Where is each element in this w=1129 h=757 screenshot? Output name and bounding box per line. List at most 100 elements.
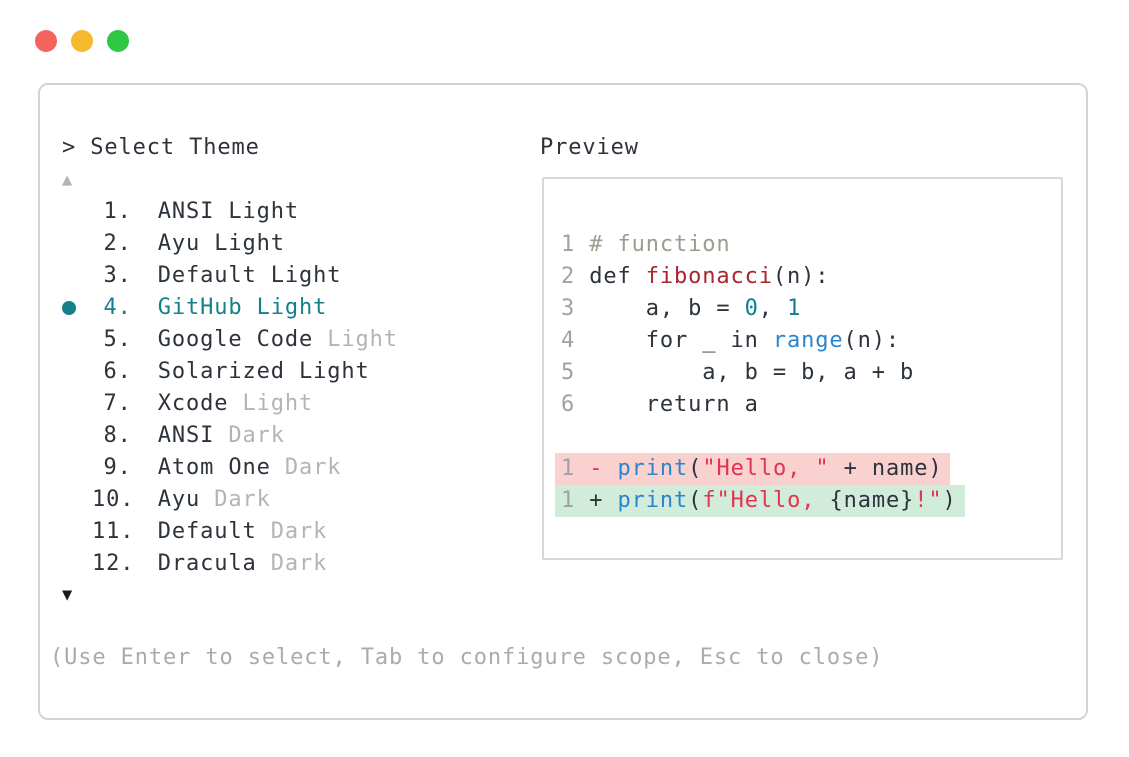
theme-option-6[interactable]: 6. Solarized Light (62, 356, 398, 388)
theme-name: Xcode (157, 391, 229, 416)
minimize-window-button[interactable] (71, 30, 93, 52)
line-content: 1 + print(f"Hello, {name}!") (555, 485, 965, 517)
line-content: 2 def fibonacci(n): (561, 261, 829, 293)
code-line: 5 a, b = b, a + b (561, 357, 1061, 389)
window-controls (35, 30, 129, 52)
theme-name-suffix: Dark (256, 551, 328, 576)
token-sign-added: + (589, 488, 618, 513)
theme-option-1[interactable]: 1. ANSI Light (62, 196, 398, 228)
theme-name: Ayu (157, 487, 201, 512)
code-line: 1 # function (561, 229, 1061, 261)
theme-option-12[interactable]: 12. Dracula Dark (62, 548, 398, 580)
theme-number: 8. (103, 423, 132, 448)
theme-option-4[interactable]: 4. GitHub Light (62, 292, 398, 324)
line-number: 3 (561, 296, 590, 321)
theme-name: GitHub Light (157, 295, 328, 320)
token-plain: ( (688, 456, 703, 481)
token-number: 1 (787, 296, 802, 321)
diff-line-removed: 1 - print("Hello, " + name) (555, 453, 1061, 485)
theme-option-10[interactable]: 10. Ayu Dark (62, 484, 398, 516)
line-number: 1 (561, 456, 590, 481)
token-plain: return a (589, 392, 759, 417)
theme-number: 1. (103, 199, 132, 224)
token-string: "Hello, " (702, 456, 830, 481)
theme-number: 12. (92, 551, 135, 576)
theme-option-9[interactable]: 9. Atom One Dark (62, 452, 398, 484)
theme-option-7[interactable]: 7.Xcode Light (62, 388, 398, 420)
line-content: 1 - print("Hello, " + name) (555, 453, 951, 485)
token-plain: (n): (843, 328, 901, 353)
line-number: 5 (561, 360, 590, 385)
line-content: 5 a, b = b, a + b (561, 357, 914, 389)
diff-line-added: 1 + print(f"Hello, {name}!") (555, 485, 1061, 517)
selected-bullet-icon (62, 301, 76, 315)
theme-name: Solarized Light (157, 359, 370, 384)
scroll-down-icon[interactable]: ▼ (62, 585, 74, 605)
token-string: !" (914, 488, 943, 513)
theme-name-suffix: Dark (200, 487, 271, 512)
token-call: range (772, 328, 844, 353)
line-number: 4 (561, 328, 590, 353)
theme-number: 3. (103, 263, 132, 288)
token-plain: ) (942, 488, 957, 513)
theme-name-suffix: Dark (214, 423, 285, 448)
code-line: 2 def fibonacci(n): (561, 261, 1061, 293)
theme-number: 9. (103, 455, 132, 480)
keyboard-hints: (Use Enter to select, Tab to configure s… (50, 645, 884, 670)
token-plain: a, b = b, a + b (589, 360, 915, 385)
line-number: 1 (561, 232, 590, 257)
code-line: 3 a, b = 0, 1 (561, 293, 1061, 325)
theme-number: 5. (103, 327, 132, 352)
line-number: 1 (561, 488, 590, 513)
line-content: 4 for _ in range(n): (561, 325, 900, 357)
theme-name-suffix: Dark (256, 519, 328, 544)
token-plain: + name) (829, 456, 943, 481)
theme-name: ANSI (157, 423, 215, 448)
theme-option-3[interactable]: 3.Default Light (62, 260, 398, 292)
theme-name: Default (157, 519, 257, 544)
theme-name-suffix: Light (228, 391, 314, 416)
select-theme-prompt: > Select Theme (62, 135, 260, 160)
line-number: 2 (561, 264, 590, 289)
close-window-button[interactable] (35, 30, 57, 52)
theme-number: 10. (92, 487, 135, 512)
theme-option-8[interactable]: 8. ANSI Dark (62, 420, 398, 452)
theme-name: Google Code (157, 327, 314, 352)
theme-option-5[interactable]: 5. Google Code Light (62, 324, 398, 356)
theme-option-2[interactable]: 2.Ayu Light (62, 228, 398, 260)
blank-line (561, 421, 1061, 453)
zoom-window-button[interactable] (107, 30, 129, 52)
token-plain: (n): (772, 264, 830, 289)
scroll-up-icon[interactable]: ▲ (62, 170, 74, 190)
theme-name-suffix: Dark (270, 455, 342, 480)
line-content: 3 a, b = 0, 1 (561, 293, 801, 325)
token-plain: , (758, 296, 788, 321)
token-plain: ( (688, 488, 703, 513)
token-plain: a, b = (589, 296, 745, 321)
token-sign-removed: - (589, 456, 618, 481)
line-content: 6 return a (561, 389, 759, 421)
code-line: 6 return a (561, 389, 1061, 421)
theme-option-11[interactable]: 11. Default Dark (62, 516, 398, 548)
token-string: f"Hello, (702, 488, 830, 513)
theme-name: ANSI Light (157, 199, 299, 224)
theme-number: 6. (103, 359, 132, 384)
line-number: 6 (561, 392, 590, 417)
line-content: 1 # function (561, 229, 731, 261)
theme-number: 11. (92, 519, 135, 544)
code-line: 4 for _ in range(n): (561, 325, 1061, 357)
theme-name: Dracula (157, 551, 257, 576)
token-plain: def (589, 264, 646, 289)
theme-name: Atom One (157, 455, 271, 480)
theme-name: Ayu Light (157, 231, 285, 256)
token-call: print (617, 456, 689, 481)
token-plain: for _ in (589, 328, 773, 353)
token-comment: # function (589, 232, 731, 257)
theme-number: 4. (103, 295, 132, 320)
preview-title: Preview (540, 135, 639, 160)
theme-picker-panel: > Select Theme ▲ 1. ANSI Light 2.Ayu Light… (38, 83, 1088, 720)
theme-name-suffix: Light (313, 327, 398, 352)
